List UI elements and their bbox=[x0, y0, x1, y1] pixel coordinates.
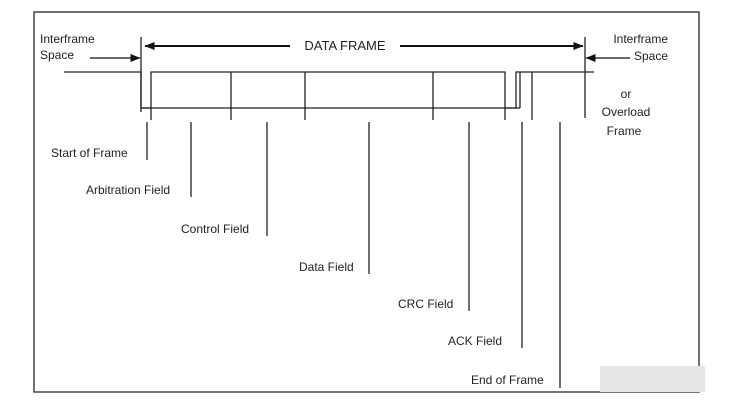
label-data-field: Data Field bbox=[299, 260, 354, 274]
label-crc-field: CRC Field bbox=[398, 297, 453, 311]
label-control-field: Control Field bbox=[181, 222, 249, 236]
or-label: or bbox=[621, 87, 632, 101]
label-arbitration-field: Arbitration Field bbox=[86, 183, 170, 197]
label-start-of-frame: Start of Frame bbox=[51, 146, 128, 160]
right-interframe-label-line-2: Space bbox=[634, 49, 668, 63]
left-interframe-label-line-2: Space bbox=[40, 48, 74, 62]
overload-label: Overload bbox=[602, 105, 651, 119]
right-interframe-label-line-1: Interframe bbox=[613, 32, 668, 46]
left-interframe-label-line-1: Interframe bbox=[40, 32, 95, 46]
outer-border bbox=[33, 11, 700, 393]
frame-label: Frame bbox=[607, 124, 642, 138]
data-frame-label: DATA FRAME bbox=[304, 38, 385, 53]
bitstream-waveform bbox=[64, 71, 594, 109]
watermark-patch bbox=[600, 366, 705, 392]
label-end-of-frame: End of Frame bbox=[471, 373, 544, 387]
label-ack-field: ACK Field bbox=[448, 334, 502, 348]
